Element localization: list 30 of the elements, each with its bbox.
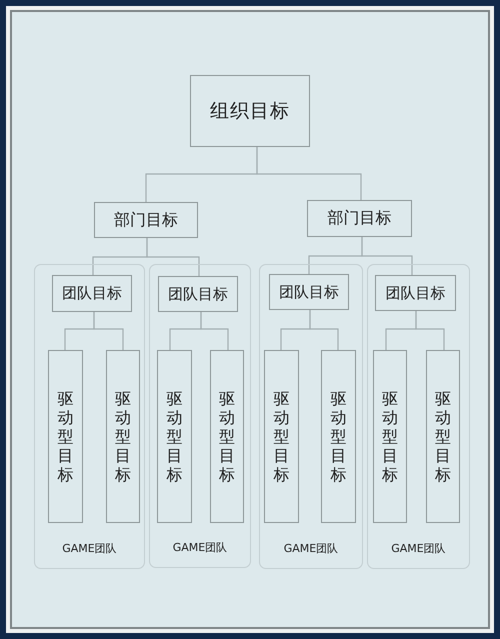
goal-box: 驱动型目标 bbox=[321, 350, 356, 523]
team-box: 团队目标 bbox=[158, 276, 238, 312]
connector-line bbox=[93, 312, 124, 350]
goal-box: 驱动型目标 bbox=[157, 350, 192, 523]
group-panel bbox=[259, 264, 363, 569]
goal-box: 驱动型目标 bbox=[106, 350, 140, 523]
top-box: 组织目标 bbox=[190, 75, 310, 147]
team-label: GAME团队 bbox=[284, 541, 338, 556]
team-box: 团队目标 bbox=[375, 275, 456, 311]
goal-box: 驱动型目标 bbox=[426, 350, 460, 523]
connector-line bbox=[309, 310, 339, 350]
goal-box: 驱动型目标 bbox=[373, 350, 407, 523]
team-label: GAME团队 bbox=[391, 541, 446, 556]
connector-line bbox=[415, 311, 445, 350]
connector-line bbox=[256, 147, 362, 200]
goal-box: 驱动型目标 bbox=[264, 350, 299, 523]
connector-line bbox=[146, 238, 200, 276]
team-box: 团队目标 bbox=[269, 274, 349, 310]
group-panel bbox=[34, 264, 145, 569]
team-box: 团队目标 bbox=[52, 275, 132, 312]
team-label: GAME团队 bbox=[172, 540, 228, 555]
team-label: GAME团队 bbox=[62, 541, 117, 556]
group-panel bbox=[367, 264, 470, 569]
group-panel bbox=[149, 264, 251, 568]
connector-line bbox=[361, 237, 413, 275]
department-box: 部门目标 bbox=[307, 200, 412, 237]
department-box: 部门目标 bbox=[94, 202, 198, 238]
goal-box: 驱动型目标 bbox=[48, 350, 83, 523]
goal-box: 驱动型目标 bbox=[210, 350, 244, 523]
connector-line bbox=[200, 312, 229, 350]
